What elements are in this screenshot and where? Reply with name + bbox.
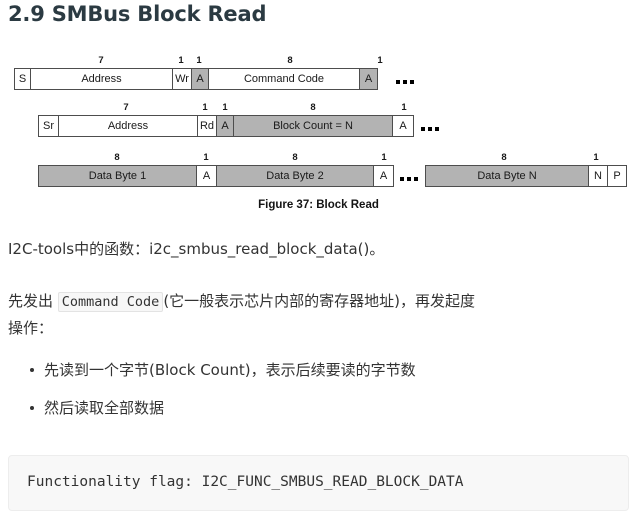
frame-row-data-bytes-phase-right: Data Byte N N P [425, 165, 627, 187]
bit-label-row2-ack1: 1 [222, 102, 228, 113]
paragraph-suffix: (它一般表示芯片内部的寄存器地址)，再发起度 [163, 292, 476, 310]
cell-repeated-start: Sr [38, 115, 59, 137]
bit-label-row1-address: 7 [98, 55, 104, 66]
bit-label-row3-data-byte-n: 8 [501, 152, 507, 163]
bit-label-row1-command-code: 8 [287, 55, 293, 66]
paragraph-i2c-tools-function: I2C-tools中的函数：i2c_smbus_read_block_data(… [8, 240, 385, 258]
cell-read-bit: Rd [197, 115, 217, 137]
inline-code-command-code: Command Code [57, 292, 164, 312]
cell-ack-2: A [359, 68, 378, 90]
figure-caption: Figure 37: Block Read [258, 199, 379, 211]
cell-ack-2: A [373, 165, 394, 187]
bit-label-row3-data-byte-1: 8 [114, 152, 120, 163]
bit-label-row3-nack: 1 [593, 152, 599, 163]
cell-stop: P [607, 165, 627, 187]
ellipsis-row2-icon [421, 127, 439, 131]
frame-row-data-bytes-phase-left: Data Byte 1 A Data Byte 2 A [38, 165, 394, 187]
cell-write-bit: Wr [172, 68, 192, 90]
bit-label-row2-rd: 1 [202, 102, 208, 113]
list-item: 然后读取全部数据 [8, 398, 628, 418]
frame-row-restart-block-count-phase: Sr Address Rd A Block Count = N A [38, 115, 414, 137]
cell-address: Address [30, 68, 173, 90]
paragraph-command-code-explanation: 先发出 Command Code(它一般表示芯片内部的寄存器地址)，再发起度 [8, 288, 633, 316]
cell-nack: N [588, 165, 608, 187]
code-text: Functionality flag: I2C_FUNC_SMBUS_READ_… [27, 474, 464, 490]
cell-data-byte-1: Data Byte 1 [38, 165, 197, 187]
paragraph-operation-label: 操作： [8, 319, 54, 337]
bit-label-row3-ack1: 1 [203, 152, 209, 163]
ellipsis-row3-icon [400, 177, 418, 181]
cell-data-byte-n: Data Byte N [425, 165, 589, 187]
cell-ack-1: A [196, 165, 217, 187]
list-item: 先读到一个字节(Block Count)，表示后续要读的字节数 [8, 360, 628, 380]
bit-label-row2-address: 7 [123, 102, 129, 113]
bit-label-row1-wr: 1 [178, 55, 184, 66]
paragraph-prefix: 先发出 [8, 292, 58, 310]
cell-ack-1: A [191, 68, 209, 90]
functionality-flag-code-block: Functionality flag: I2C_FUNC_SMBUS_READ_… [8, 455, 629, 511]
bit-label-row2-ack2: 1 [401, 102, 407, 113]
bit-label-row2-block-count: 8 [310, 102, 316, 113]
cell-ack-1: A [216, 115, 234, 137]
bit-label-row1-ack1: 1 [196, 55, 202, 66]
cell-data-byte-2: Data Byte 2 [216, 165, 374, 187]
cell-block-count: Block Count = N [233, 115, 393, 137]
steps-list: 先读到一个字节(Block Count)，表示后续要读的字节数 然后读取全部数据 [8, 360, 628, 436]
smbus-block-read-diagram: 7 1 1 8 1 S Address Wr A Command Code A … [0, 50, 637, 200]
page-title: 2.9 SMBus Block Read [8, 2, 267, 26]
bit-label-row3-data-byte-2: 8 [292, 152, 298, 163]
frame-row-write-phase: S Address Wr A Command Code A [14, 68, 378, 90]
cell-start: S [14, 68, 31, 90]
cell-ack-2: A [392, 115, 414, 137]
bit-label-row3-ack2: 1 [381, 152, 387, 163]
ellipsis-row1-icon [396, 80, 414, 84]
cell-command-code: Command Code [208, 68, 360, 90]
bit-label-row1-ack2: 1 [377, 55, 383, 66]
cell-address: Address [58, 115, 198, 137]
